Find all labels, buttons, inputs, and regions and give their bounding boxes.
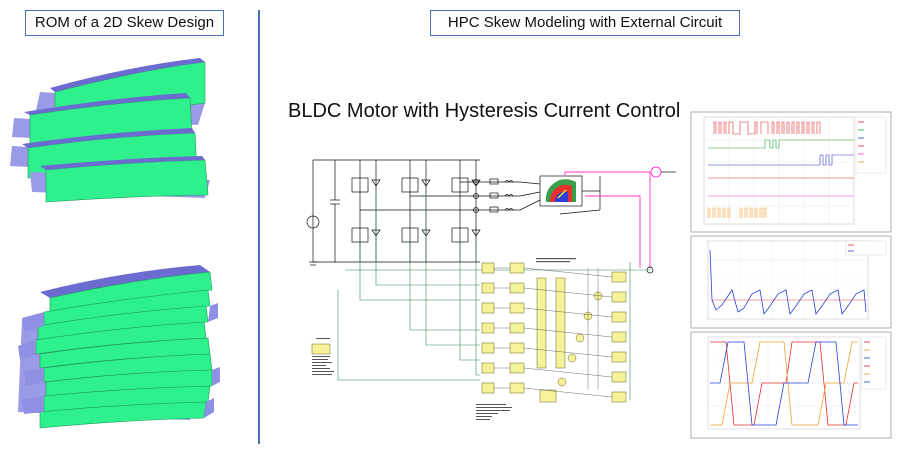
hysteresis-control-blocks (311, 262, 627, 403)
panel-divider (258, 10, 260, 444)
inverter-bridge (351, 160, 481, 262)
motor-fea-block (539, 175, 601, 215)
circuit-schematic (306, 159, 541, 266)
plot-phase-currents (690, 331, 892, 439)
dc-source (306, 159, 480, 266)
rom-2d-skew-title: ROM of a 2D Skew Design (25, 10, 224, 36)
skew-model-lower (18, 265, 220, 429)
schematic-title: BLDC Motor with Hysteresis Current Contr… (288, 100, 681, 122)
speed-sensor-wire (564, 166, 662, 268)
skew-segment-4 (30, 156, 210, 203)
plot-current-waveform (690, 235, 892, 329)
control-wires (337, 192, 650, 400)
plot-switching-signals (690, 111, 892, 233)
skew-model-upper (10, 58, 210, 203)
hpc-skew-title: HPC Skew Modeling with External Circuit (430, 10, 740, 36)
